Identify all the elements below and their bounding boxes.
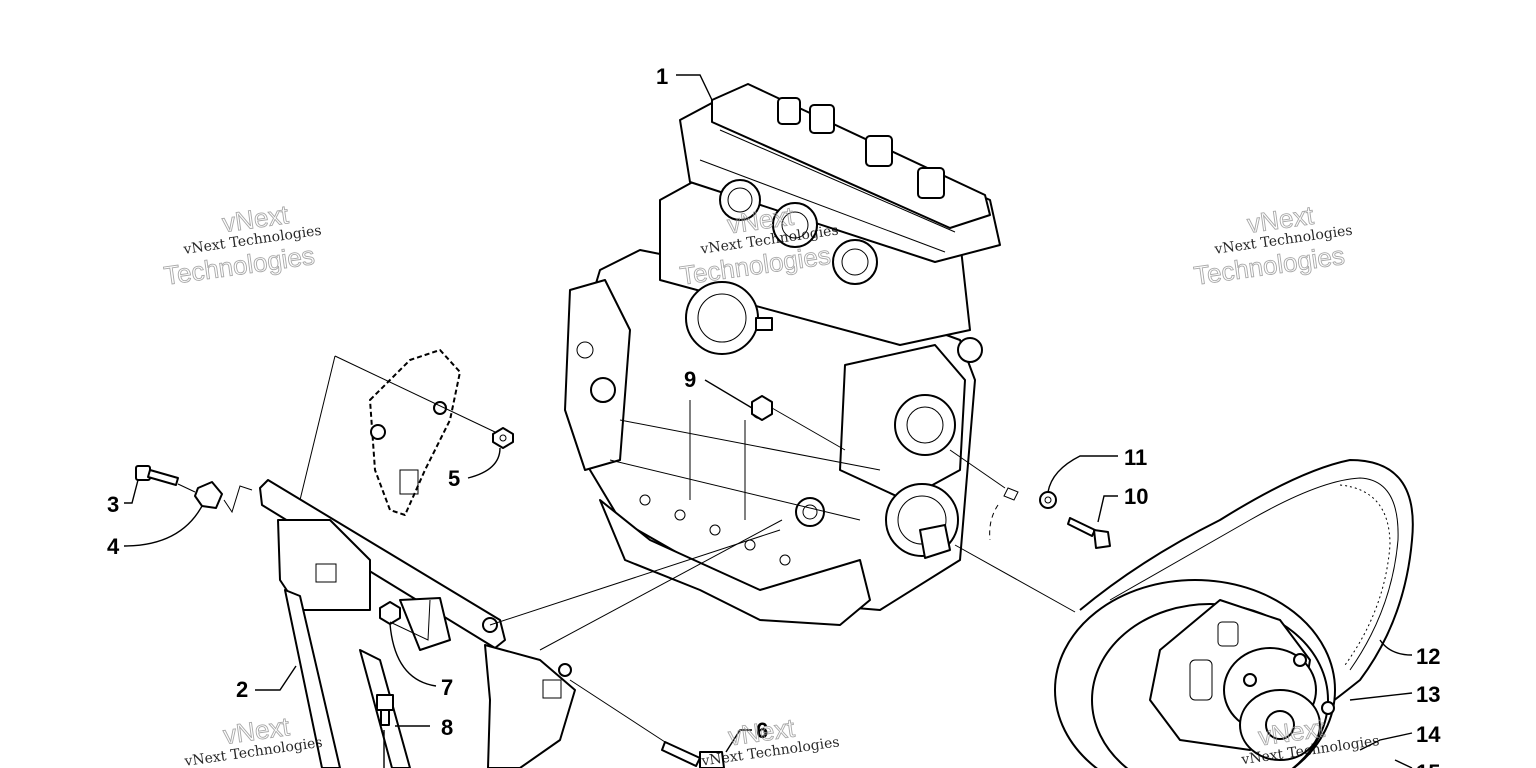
watermark-top-left: vNext Technologies vNext Technologies xyxy=(162,199,323,292)
callout-12: 12 xyxy=(1416,644,1440,669)
watermark-center: vNext Technologies vNext Technologies xyxy=(678,200,840,291)
watermark-bottom-left: vNext Technologies vNext xyxy=(183,711,324,768)
watermark-bottom-center: vNext Technologies vNext xyxy=(700,712,841,768)
drive-clutch-and-belt xyxy=(1054,459,1414,768)
callout-labels: 1 2 3 4 5 6 7 8 9 10 11 12 13 14 15 xyxy=(107,64,1441,768)
callout-9: 9 xyxy=(684,367,696,392)
callout-15: 15 xyxy=(1416,760,1440,768)
callout-10: 10 xyxy=(1124,484,1148,509)
leader-lines xyxy=(123,74,1413,768)
bolt-3 xyxy=(135,465,179,486)
nut-9 xyxy=(751,395,773,421)
callout-1: 1 xyxy=(656,64,668,89)
callout-11: 11 xyxy=(1124,445,1147,470)
callout-7: 7 xyxy=(441,675,453,700)
intake-ports xyxy=(719,179,878,285)
watermark-top-right: vNext Technologies vNext Technologies xyxy=(1192,199,1354,291)
callout-14: 14 xyxy=(1416,722,1441,747)
bolt-6 xyxy=(661,741,725,768)
fasteners xyxy=(135,395,1111,768)
callout-3: 3 xyxy=(107,492,119,517)
callout-2: 2 xyxy=(236,677,248,702)
callout-5: 5 xyxy=(448,466,460,491)
callout-4: 4 xyxy=(107,534,120,559)
engine-mount-bracket xyxy=(259,479,576,768)
callout-8: 8 xyxy=(441,715,453,740)
callout-13: 13 xyxy=(1416,682,1440,707)
nut-5 xyxy=(492,427,514,449)
output-shaft xyxy=(885,483,959,559)
block-bolts xyxy=(639,494,791,566)
nut-7 xyxy=(379,601,401,625)
oil-filter xyxy=(685,281,773,355)
callout-6: 6 xyxy=(756,718,768,743)
bolt-10 xyxy=(1067,517,1111,549)
clip-nut-4 xyxy=(194,481,223,509)
spark-plug-caps xyxy=(777,97,945,199)
bolt-8 xyxy=(376,694,394,768)
upper-mount-bracket xyxy=(369,349,461,516)
engine-assembly xyxy=(564,83,1001,626)
